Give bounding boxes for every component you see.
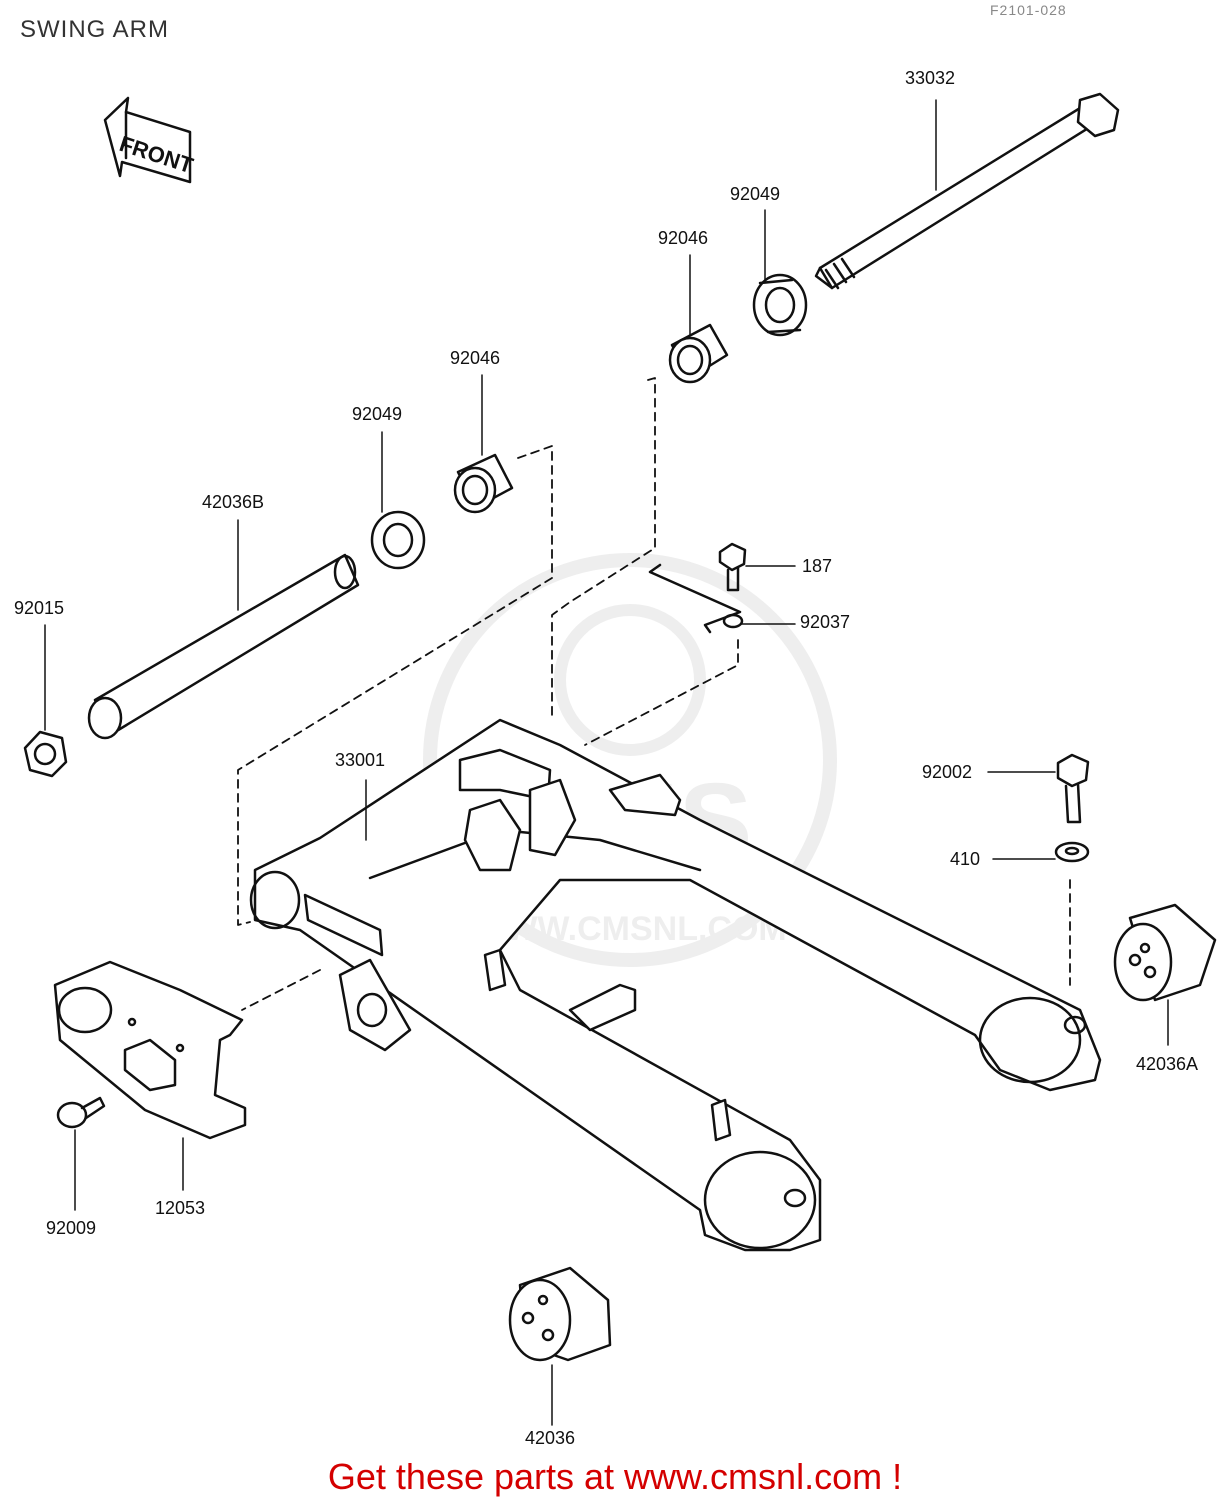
figure-code: F2101-028 [990, 2, 1067, 18]
part-label-12053: 12053 [155, 1198, 206, 1218]
part-label-42036A: 42036A [1136, 1054, 1199, 1074]
bearing-92046-mid [453, 453, 514, 514]
clip-92037 [648, 563, 744, 634]
part-label-92037: 92037 [800, 612, 851, 632]
part-label-92049-mid: 92049 [352, 404, 403, 424]
collar-42036A [1113, 903, 1217, 1002]
part-label-92009: 92009 [46, 1218, 97, 1238]
collar-42036 [508, 1266, 612, 1362]
bolt-92002 [1056, 753, 1090, 824]
seal-92049-top [752, 273, 808, 337]
front-arrow-icon: FRONT [103, 96, 197, 184]
page-title: SWING ARM [20, 16, 170, 43]
part-label-187: 187 [802, 556, 833, 576]
screw-92009 [56, 1096, 106, 1129]
nut-92015 [23, 730, 68, 778]
bracket-12053 [53, 960, 247, 1140]
part-label-92046-top: 92046 [658, 228, 709, 248]
bolt-187 [718, 542, 747, 592]
part-label-92015: 92015 [14, 598, 65, 618]
part-label-33032: 33032 [905, 68, 956, 88]
part-label-92046-mid: 92046 [450, 348, 501, 368]
part-label-42036B: 42036B [202, 492, 265, 512]
part-label-92049-top: 92049 [730, 184, 781, 204]
swing-arm-33001 [249, 718, 1102, 1252]
pivot-bolt-33032 [814, 92, 1120, 290]
seal-92049-mid [370, 510, 426, 570]
part-label-42036: 42036 [525, 1428, 576, 1448]
part-label-92002: 92002 [922, 762, 973, 782]
bearing-92046-top [668, 323, 729, 384]
washer-410 [1054, 841, 1090, 863]
footer-promo-link[interactable]: Get these parts at www.cmsnl.com ! [327, 1456, 903, 1497]
part-label-410: 410 [950, 849, 981, 869]
part-label-33001: 33001 [335, 750, 386, 770]
sleeve-42036B [87, 553, 360, 740]
